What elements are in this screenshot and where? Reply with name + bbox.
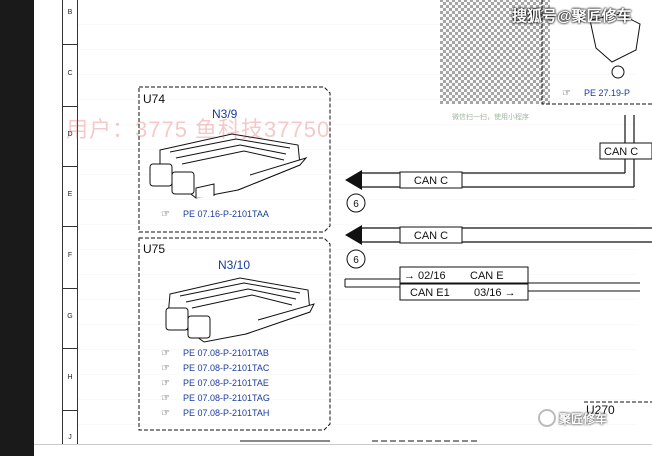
can-c-bus-2: CAN C 6 bbox=[345, 225, 652, 269]
can-e-ref[interactable]: → 02/16 bbox=[404, 270, 446, 282]
can-e1-label: CAN E1 bbox=[410, 287, 450, 299]
arrow-left-icon bbox=[345, 170, 362, 190]
u75-ref-3[interactable]: PE 07.08-P-2101TAG bbox=[183, 393, 270, 403]
connector-badge-1 bbox=[346, 193, 366, 213]
can-c-label-1: CAN C bbox=[414, 175, 448, 187]
ecu-u74-icon bbox=[149, 133, 308, 199]
module-u75[interactable]: U75 N3/10 ☞ PE 07.08-P-2101TAB ☞ PE 07.0… bbox=[138, 237, 331, 431]
ruler-label-b: B bbox=[67, 9, 73, 16]
ruler-label-f: F bbox=[67, 252, 73, 259]
bottom-right-module-id: U270 bbox=[586, 403, 615, 417]
qr-code-image bbox=[440, 0, 550, 104]
connector-badge-2 bbox=[346, 249, 366, 269]
ruler-label-c: C bbox=[67, 70, 73, 77]
u75-ref-4[interactable]: PE 07.08-P-2101TAH bbox=[183, 408, 269, 418]
can-c-label-box bbox=[399, 171, 463, 189]
book-icon: ☞ bbox=[161, 408, 170, 419]
module-u75-id: U75 bbox=[143, 242, 165, 256]
ruler-tick bbox=[63, 106, 77, 107]
top-right-module: ☞ PE 27.19-P bbox=[541, 0, 652, 105]
ruler-tick bbox=[63, 410, 77, 411]
can-c-right-label: CAN C bbox=[604, 146, 638, 158]
can-c-label-2: CAN C bbox=[414, 230, 448, 242]
can-c-right-box bbox=[599, 142, 652, 160]
watermark-red: 用户：3775 鱼科技37750 bbox=[66, 117, 331, 142]
can-e1-box bbox=[399, 283, 529, 301]
watermark-top: 搜狐号@聚匠修车 bbox=[512, 8, 632, 25]
watermark-bottom-text: 聚匠修车 bbox=[559, 411, 608, 426]
bottom-edge bbox=[34, 444, 652, 457]
ruler-label-d: D bbox=[67, 131, 73, 138]
book-icon: ☞ bbox=[161, 363, 170, 374]
connector-badge-2-text: 6 bbox=[353, 255, 359, 266]
can-e-box bbox=[399, 266, 529, 284]
ruler-tick bbox=[63, 44, 77, 45]
can-c-label-box bbox=[399, 226, 463, 244]
top-right-ref[interactable]: PE 27.19-P bbox=[584, 88, 630, 98]
arrow-left-icon bbox=[345, 225, 362, 245]
module-u75-code: N3/10 bbox=[218, 258, 250, 272]
can-e-label: CAN E bbox=[470, 270, 504, 282]
ruler-label-j: J bbox=[68, 434, 72, 441]
can-c-bus-1: CAN C 6 bbox=[345, 115, 635, 213]
book-icon: ☞ bbox=[562, 88, 571, 99]
ruler-tick bbox=[63, 348, 77, 349]
book-icon: ☞ bbox=[161, 378, 170, 389]
book-icon: ☞ bbox=[161, 209, 170, 220]
module-u74[interactable]: U74 N3/9 ☞ PE 07.16-P-2101TAA bbox=[138, 86, 331, 233]
row-ruler: B C D E F G H J bbox=[62, 0, 78, 446]
ruler-tick bbox=[63, 288, 77, 289]
book-icon: ☞ bbox=[161, 348, 170, 359]
left-border bbox=[0, 0, 34, 456]
can-e1-ref[interactable]: 03/16 → bbox=[474, 287, 516, 299]
module-u74-id: U74 bbox=[143, 92, 165, 106]
sensor-icon bbox=[589, 13, 641, 63]
u75-ref-2[interactable]: PE 07.08-P-2101TAE bbox=[183, 378, 269, 388]
ruler-label-g: G bbox=[67, 313, 73, 320]
ruler-label-h: H bbox=[67, 374, 73, 381]
module-u74-code: N3/9 bbox=[212, 107, 238, 121]
can-e-block: → 02/16 CAN E CAN E1 03/16 → bbox=[344, 266, 640, 301]
u74-ref-0[interactable]: PE 07.16-P-2101TAA bbox=[183, 209, 269, 219]
watermark-logo-icon bbox=[538, 409, 556, 427]
qr-caption: 微信扫一扫，使用小程序 bbox=[452, 114, 529, 121]
connector-badge-1-text: 6 bbox=[353, 199, 359, 210]
ecu-u75-icon bbox=[165, 277, 315, 343]
module-u75-border bbox=[138, 237, 331, 431]
ruler-tick bbox=[63, 226, 77, 227]
u75-ref-list: ☞ PE 07.08-P-2101TAB ☞ PE 07.08-P-2101TA… bbox=[161, 348, 270, 419]
u75-ref-0[interactable]: PE 07.08-P-2101TAB bbox=[183, 348, 269, 358]
u75-ref-1[interactable]: PE 07.08-P-2101TAC bbox=[183, 363, 270, 373]
watermark-bottom: 聚匠修车 bbox=[538, 409, 607, 427]
module-u74-border bbox=[138, 86, 331, 233]
ruler-tick bbox=[63, 166, 77, 167]
book-icon: ☞ bbox=[161, 393, 170, 404]
ruler-label-e: E bbox=[67, 191, 73, 198]
